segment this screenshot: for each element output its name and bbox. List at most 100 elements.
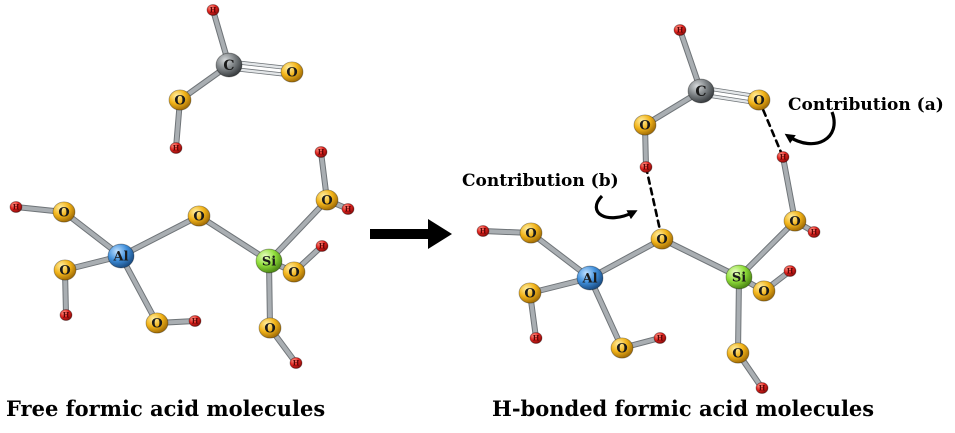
atom-sphere: [639, 161, 653, 173]
atom-label: O: [288, 266, 299, 281]
atom-label: O: [753, 94, 764, 109]
atom-sphere: [9, 201, 23, 213]
atom-sphere: [633, 114, 657, 136]
atom-o: O: [52, 201, 76, 223]
atom-sphere: [53, 259, 77, 281]
atom-sphere: [755, 382, 769, 394]
atom-o: O: [633, 114, 657, 136]
atom-h: H: [289, 357, 303, 369]
atom-sphere: [258, 317, 282, 339]
atom-label: Si: [262, 255, 276, 270]
atom-label: O: [656, 233, 667, 248]
atom-label: H: [657, 334, 664, 343]
atom-sphere: [725, 264, 753, 290]
atom-h: H: [476, 225, 490, 237]
atom-sphere: [726, 342, 750, 364]
atom-label: O: [789, 215, 800, 230]
hydrogen-bond: [757, 98, 785, 159]
atom-sphere: [783, 265, 797, 277]
atom-label: O: [193, 210, 204, 225]
atom-sphere: [169, 142, 183, 154]
atom-label: H: [192, 317, 199, 326]
bond: [736, 275, 741, 355]
atom-sphere: [107, 243, 135, 269]
bond-layer: [13, 7, 817, 391]
atom-label: O: [58, 206, 69, 221]
atom-o: O: [280, 61, 304, 83]
atom-label: C: [695, 84, 706, 100]
atom-label: H: [480, 227, 487, 236]
atom-h: H: [169, 142, 183, 154]
atom-h: H: [755, 382, 769, 394]
atom-h: H: [783, 265, 797, 277]
atom-sphere: [653, 332, 667, 344]
contribution-b-arrow: [594, 194, 638, 220]
atom-sphere: [255, 248, 283, 274]
bond: [660, 237, 741, 279]
atom-o: O: [258, 317, 282, 339]
atom-sphere: [519, 222, 543, 244]
atom-h: H: [776, 151, 790, 163]
atom-label: H: [780, 153, 787, 162]
atom-h: H: [639, 161, 653, 173]
atom-label: O: [525, 227, 536, 242]
atom-h: H: [653, 332, 667, 344]
atom-label: O: [174, 94, 185, 109]
atom-label: H: [173, 144, 180, 153]
atom-sphere: [168, 89, 192, 111]
bond: [588, 276, 624, 350]
atom-label: O: [732, 347, 743, 362]
reaction-arrow: [370, 219, 452, 249]
atom-sphere: [52, 201, 76, 223]
atom-sphere: [282, 261, 306, 283]
atom-label: H: [787, 267, 794, 276]
atom-o: O: [168, 89, 192, 111]
atom-label: O: [524, 287, 535, 302]
atom-label: H: [293, 359, 300, 368]
atom-sphere: [476, 225, 490, 237]
bond: [197, 214, 271, 263]
atom-label: Si: [732, 271, 746, 286]
atom-al: Al: [107, 243, 135, 269]
h-bonded-molecules-caption: H-bonded formic acid molecules: [492, 396, 875, 421]
atom-label: H: [643, 163, 650, 172]
atom-label: H: [210, 6, 217, 15]
bond: [267, 198, 329, 263]
atom-sphere: [747, 89, 771, 111]
atom-label: H: [345, 205, 352, 214]
atom-sphere: [145, 312, 169, 334]
atom-h: H: [315, 240, 329, 252]
atom-o: O: [783, 210, 807, 232]
atom-h: H: [673, 24, 687, 36]
bond: [737, 219, 797, 279]
atom-o: O: [610, 337, 634, 359]
atom-sphere: [188, 315, 202, 327]
atom-sphere: [314, 146, 328, 158]
atom-label: O: [639, 119, 650, 134]
atom-label: O: [616, 342, 627, 357]
atom-label: Al: [112, 250, 128, 265]
atom-label: H: [63, 311, 70, 320]
atom-label: H: [811, 228, 818, 237]
atom-sphere: [315, 240, 329, 252]
atom-o: O: [187, 205, 211, 227]
bond: [119, 214, 201, 258]
atom-si: Si: [725, 264, 753, 290]
atom-h: H: [314, 146, 328, 158]
atom-label: O: [286, 66, 297, 81]
atom-sphere: [529, 332, 543, 344]
atom-sphere: [673, 24, 687, 36]
atom-label: H: [759, 384, 766, 393]
atom-label: O: [151, 317, 162, 332]
atom-h: H: [206, 4, 220, 16]
atom-o: O: [145, 312, 169, 334]
atom-h: H: [188, 315, 202, 327]
atom-o: O: [752, 280, 776, 302]
atom-sphere: [341, 203, 355, 215]
hydrogen-bond-layer: [644, 98, 785, 241]
atom-sphere: [576, 265, 604, 291]
atom-h: H: [59, 309, 73, 321]
atom-sphere: [206, 4, 220, 16]
